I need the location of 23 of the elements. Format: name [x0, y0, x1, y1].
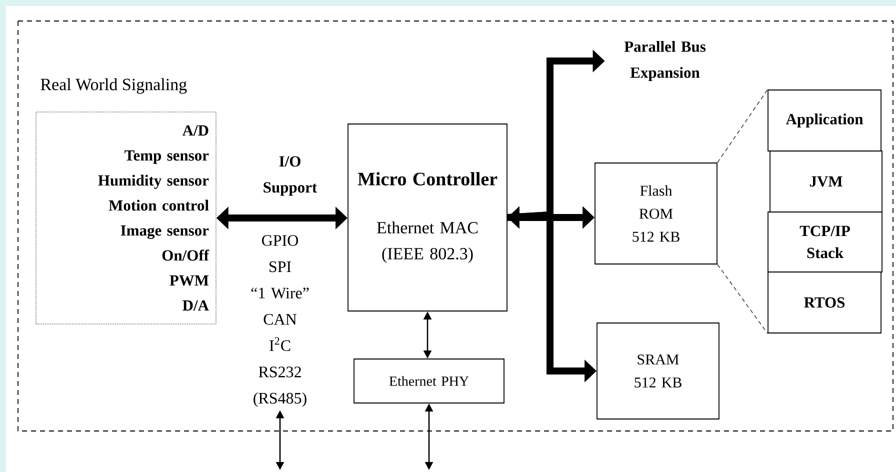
signal-list-box: A/D Temp sensor Humidity sensor Motion control Image sensor On/Off PWM D/A	[36, 112, 216, 324]
software-layer-box: TCP/IP Stack	[768, 212, 882, 272]
edge-label: I/O Support	[264, 156, 318, 196]
node-label: On/Off	[162, 250, 210, 261]
leader-line	[717, 89, 768, 163]
software-layer-box: RTOS	[768, 272, 882, 334]
node-label: D/A	[182, 300, 209, 311]
software-layer-box: JVM	[770, 150, 882, 212]
node-label: Image sensor	[120, 225, 209, 239]
node-label: Temp sensor	[124, 150, 209, 164]
interface-list: GPIO SPI “1 Wire” CAN I$^{2}$C RS232 (RS485)	[251, 235, 309, 407]
phy-box: Ethernet PHY	[354, 358, 504, 404]
leader-line	[717, 264, 768, 334]
software-layer-box: Application	[768, 90, 882, 152]
node-label: A/D	[182, 125, 208, 136]
node-label: Motion control	[108, 200, 209, 211]
group-heading: Real World Signaling	[40, 78, 187, 94]
node-label: Humidity sensor	[98, 174, 209, 189]
node-label: PWM	[170, 275, 209, 286]
bus-label: Parallel Bus Expansion	[624, 40, 706, 82]
controller-box: Micro Controller Ethernet MAC (IEEE 802.3)	[348, 124, 508, 312]
memory-box: SRAM 512 KB	[596, 322, 720, 420]
memory-box: Flash ROM 512 KB	[594, 162, 718, 264]
